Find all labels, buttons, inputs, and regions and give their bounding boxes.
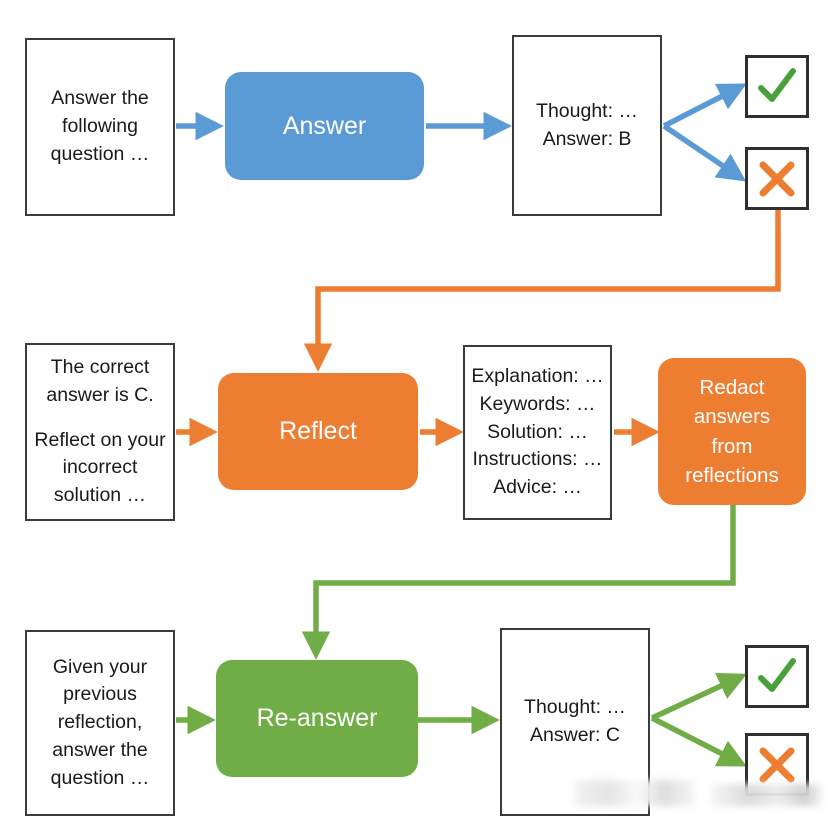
row3-correct-verdict-box xyxy=(745,645,809,708)
cross-icon xyxy=(757,745,797,785)
arrow-thought2-to-cross xyxy=(650,715,747,767)
row3-prompt-line: Given your xyxy=(52,655,148,678)
row3-prompt-box: Given your previous reflection, answer t… xyxy=(25,630,175,816)
row2-prompt-box: The correct answer is C. Reflect on your… xyxy=(25,343,175,521)
row1-output-line: Answer: B xyxy=(542,127,632,150)
cross-icon xyxy=(757,159,797,199)
connector-redact-to-reanswer xyxy=(301,505,736,660)
redact-label-line: reflections xyxy=(685,463,779,487)
row3-prompt-line: previous xyxy=(63,683,137,706)
row2-prompt-line: The correct xyxy=(50,356,150,379)
answer-process-label: Answer xyxy=(282,111,367,140)
row1-correct-verdict-box xyxy=(745,55,809,118)
row1-prompt-line: Answer the xyxy=(51,87,149,110)
paragraph-gap xyxy=(31,410,169,427)
check-icon xyxy=(756,657,798,697)
row3-output-box: Thought: … Answer: C xyxy=(500,628,650,816)
reflect-process-node[interactable]: Reflect xyxy=(218,373,418,490)
row1-prompt-line: question … xyxy=(50,142,150,165)
row3-prompt-line: question … xyxy=(50,766,150,789)
check-icon xyxy=(756,67,798,107)
redact-process-node[interactable]: Redact answers from reflections xyxy=(658,358,806,505)
reanswer-process-label: Re-answer xyxy=(256,704,378,733)
connector-incorrect-to-reflect xyxy=(303,210,781,372)
row2-output-box: Explanation: … Keywords: … Solution: … I… xyxy=(463,345,612,520)
row2-output-line: Keywords: … xyxy=(479,392,596,415)
row3-output-line: Thought: … xyxy=(524,696,626,719)
row1-output-line: Thought: … xyxy=(536,99,638,122)
redact-label-line: Redact xyxy=(699,376,765,400)
row2-prompt-line: incorrect xyxy=(62,456,138,479)
arrow-thought-to-check xyxy=(662,83,747,129)
row1-prompt-line: following xyxy=(62,115,138,138)
row2-prompt-line: answer is C. xyxy=(46,383,154,406)
row3-prompt-line: reflection, xyxy=(57,711,143,734)
answer-process-node[interactable]: Answer xyxy=(225,72,424,180)
arrow-thought2-to-check xyxy=(650,672,747,721)
row1-incorrect-verdict-box xyxy=(745,147,809,210)
row3-output-line: Answer: C xyxy=(530,724,620,746)
redact-label-line: from xyxy=(711,434,753,458)
row1-output-box: Thought: … Answer: B xyxy=(512,35,662,216)
reflect-process-label: Reflect xyxy=(279,417,357,446)
row2-prompt-line: Reflect on your xyxy=(34,428,166,451)
row1-prompt-box: Answer the following question … xyxy=(25,38,175,216)
row2-prompt-line: solution … xyxy=(53,484,147,507)
row2-output-line: Advice: … xyxy=(493,476,582,499)
row3-incorrect-verdict-box xyxy=(745,733,809,796)
redact-label-line: answers xyxy=(693,405,771,429)
row2-output-line: Explanation: … xyxy=(471,365,604,388)
row2-output-line: Solution: … xyxy=(487,420,588,443)
reanswer-process-node[interactable]: Re-answer xyxy=(216,660,418,777)
arrow-thought-to-cross xyxy=(662,123,747,182)
row3-prompt-line: answer the xyxy=(52,738,148,761)
row2-output-line: Instructions: … xyxy=(472,448,603,471)
